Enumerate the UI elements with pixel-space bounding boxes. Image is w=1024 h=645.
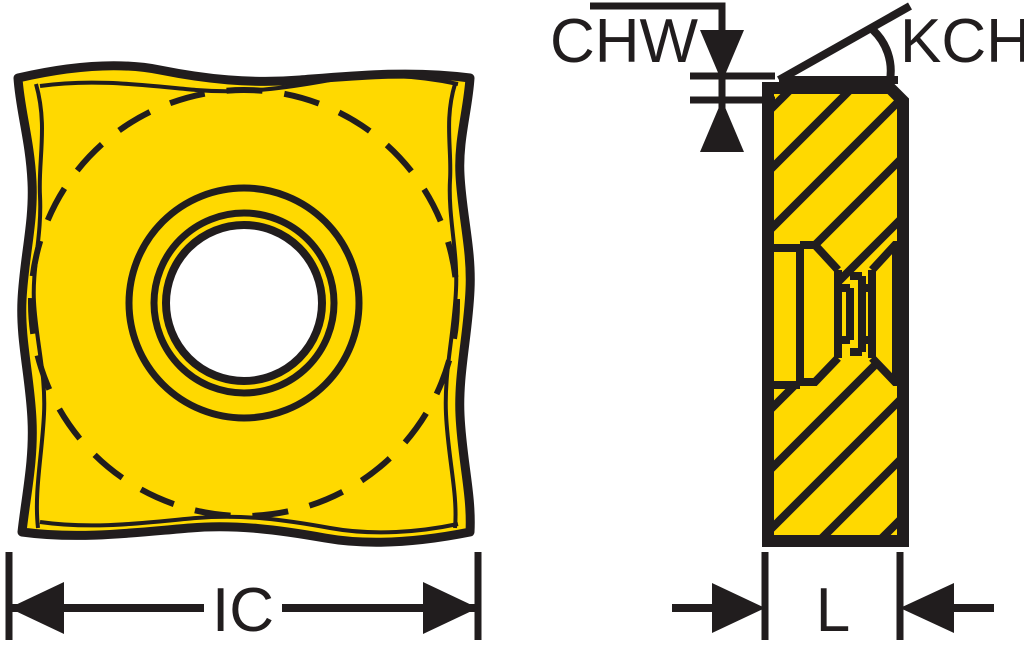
counterbore-inner-ring — [150, 209, 338, 397]
top-view-group — [13, 61, 475, 547]
l-arrow-right — [900, 583, 954, 633]
edge-relief-right — [443, 83, 459, 529]
side-view-body-border — [762, 82, 909, 547]
inscribed-circle-dashed — [28, 87, 460, 519]
chw-dimension-group: CHW — [550, 2, 775, 152]
kch-angle-leader — [777, 2, 912, 84]
chw-arrow-lower — [700, 100, 744, 152]
l-dimension-group: L — [672, 552, 994, 645]
chw-label: CHW — [550, 7, 699, 76]
mounting-hole — [162, 221, 326, 385]
ic-dimension-group: IC — [5, 552, 482, 645]
ic-arrow-right — [423, 582, 478, 634]
ic-label: IC — [212, 576, 274, 645]
chw-leader-line — [590, 2, 726, 26]
bore-step-outline — [773, 241, 898, 389]
section-hatch-top — [768, 88, 903, 320]
side-view-group — [762, 82, 909, 547]
chw-arrow-upper — [700, 30, 744, 82]
kch-label: KCH — [900, 7, 1024, 76]
counterbore-outer-ring — [125, 184, 363, 422]
l-label: L — [816, 576, 850, 645]
kch-angle-arc — [870, 27, 895, 81]
l-arrow-left — [712, 583, 765, 633]
ic-arrow-left — [9, 582, 64, 634]
kch-dimension-group: KCH — [777, 2, 1024, 84]
